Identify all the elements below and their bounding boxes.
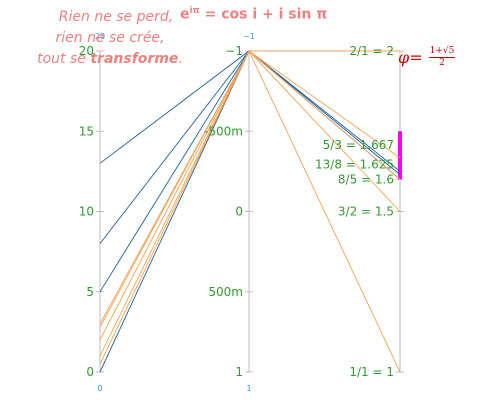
axis-2-tick-label-5: 2/1 = 2 bbox=[349, 44, 394, 58]
phi-fraction: 1+√5 2 bbox=[428, 46, 456, 69]
quote-line-3: tout se transforme. bbox=[20, 49, 200, 70]
axis-0-tick-label-1: 5 bbox=[86, 285, 94, 299]
quote-line-3-bold: transforme bbox=[90, 51, 179, 67]
axis-2-tick-label-1: 3/2 = 1.5 bbox=[338, 205, 394, 219]
euler-base: e bbox=[180, 6, 190, 23]
axis-1-tick-label-0: 1 bbox=[235, 365, 243, 379]
phi-symbol: φ bbox=[398, 48, 410, 67]
axis-2-tick-label-3: 13/8 = 1.625 bbox=[315, 157, 394, 171]
euler-exponent: iπ bbox=[189, 6, 200, 16]
euler-rhs: = cos i + i sin π bbox=[199, 6, 328, 23]
axis-0-tick-label-2: 10 bbox=[79, 205, 94, 219]
series-line-8 bbox=[99, 50, 400, 365]
axis-0-bottom-label: 0 bbox=[97, 384, 102, 393]
series-line-2 bbox=[99, 50, 401, 293]
quote-line-3-suffix: . bbox=[178, 51, 183, 67]
axis-2-highlight-bar bbox=[398, 131, 402, 180]
axis-1-tick-label-4: −1 bbox=[225, 44, 243, 58]
series-line-6 bbox=[99, 50, 401, 341]
axis-2-tick-label-0: 1/1 = 1 bbox=[349, 365, 394, 379]
axis-1-tick-label-2: 0 bbox=[235, 205, 243, 219]
phi-numerator: 1+√5 bbox=[428, 46, 456, 58]
quote-line-1: Rien ne se perd, bbox=[58, 9, 174, 25]
axis-0-tick-label-4: 20 bbox=[79, 44, 94, 58]
phi-denominator: 2 bbox=[439, 58, 445, 68]
axis-0-top-label: 20 bbox=[95, 32, 105, 41]
axis-1-bottom-label: 1 bbox=[246, 384, 251, 393]
series-line-5 bbox=[99, 50, 401, 328]
axis-1-tick-label-3: -500m bbox=[204, 124, 243, 138]
series-lines bbox=[99, 49, 401, 373]
axis-1-top-label: −1 bbox=[243, 32, 255, 41]
golden-ratio-formula: φ = 1+√5 2 bbox=[398, 46, 456, 69]
axis-0-tick-label-0: 0 bbox=[86, 365, 94, 379]
quote-line-3-prefix: tout se bbox=[37, 51, 91, 67]
axis-1-tick-label-1: 500m bbox=[208, 285, 243, 299]
euler-formula: eiπ = cos i + i sin π bbox=[180, 6, 327, 23]
phi-equals: = bbox=[409, 48, 423, 67]
axis-2-tick-label-4: 5/3 = 1.667 bbox=[323, 138, 394, 152]
series-line-4 bbox=[99, 50, 401, 325]
axis-2-tick-label-2: 8/5 = 1.6 bbox=[338, 172, 394, 186]
quote-line-2: rien ne se crée, bbox=[55, 30, 165, 46]
axis-0-tick-label-3: 15 bbox=[79, 124, 94, 138]
